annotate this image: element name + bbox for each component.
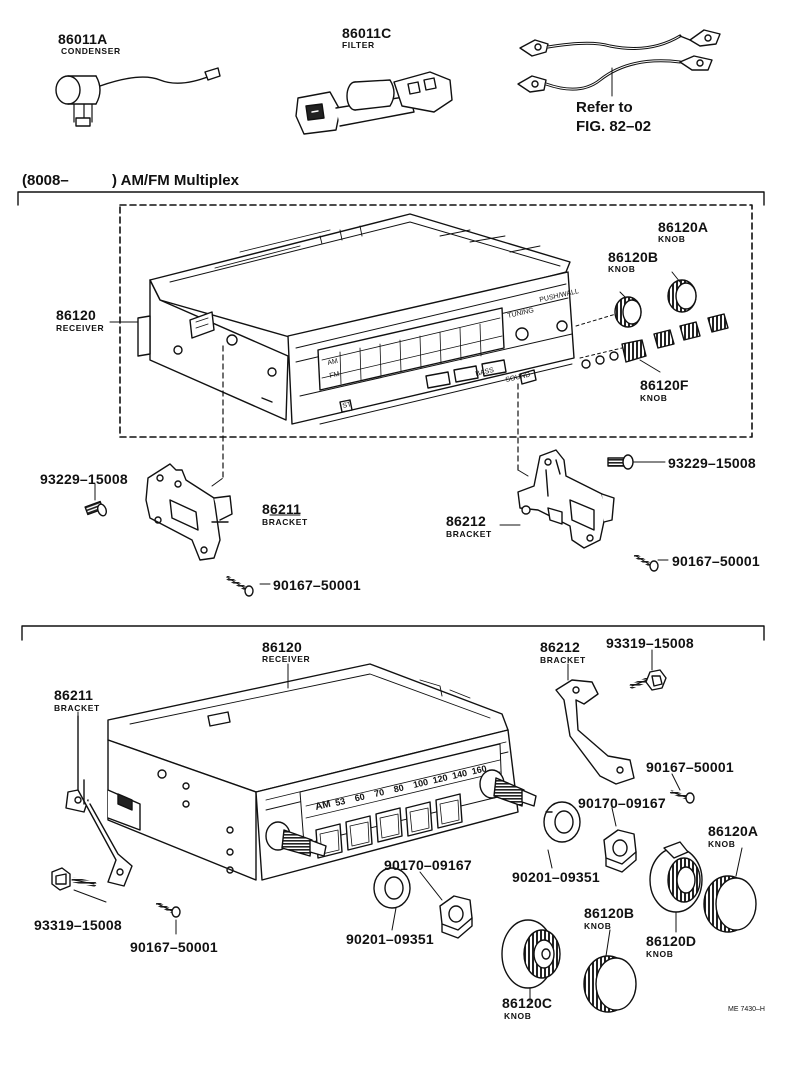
bracket-86211-s1 [145,463,233,561]
washer-upper-number: 90201–09351 [512,869,600,885]
knob-a-s2-name: KNOB [708,839,736,849]
knob-d-part-number: 86120D [646,933,697,949]
tapping-screw-s2-left [156,902,181,918]
filter-part [295,71,453,135]
knob-86120b-s2 [583,955,637,1013]
section1-frame [17,191,765,206]
knob-guide-lines [575,313,623,359]
dial-scale-number: 70 [373,787,385,799]
dial-scale-number: 120 [432,772,449,785]
bolt-93319-top-number: 93319–15008 [606,635,694,651]
section2-leaders [73,649,743,1003]
tapping-screw-s1-left [226,576,254,597]
condenser-part [55,67,221,127]
filter-part-number: 86011C [342,25,392,41]
bracket-86211-s1-name: BRACKET [262,517,308,527]
knob-c-name: KNOB [504,1011,532,1021]
screw-93229-left [84,500,107,517]
washer-90201-upper [543,801,581,843]
refer-to-label: Refer to [576,99,633,116]
tapping-s1-left-number: 90167–50001 [273,577,361,593]
knob-d-name: KNOB [646,949,674,959]
face-st: ST [342,401,353,410]
knob-b-s2-part-number: 86120B [584,905,635,921]
knob-a-s1-name: KNOB [658,234,686,244]
dial-scale-number: 100 [412,777,429,790]
washer-lower-number: 90201–09351 [346,931,434,947]
bracket-86212-s1 [517,449,615,549]
bracket-86212-s1-name: BRACKET [446,529,492,539]
nut-90170-upper [603,829,637,873]
receiver-s1-part-number: 86120 [56,307,96,323]
knob-86120c [501,919,561,989]
washer-90201-lower [373,867,411,909]
dial-scale-number: 160 [471,763,488,776]
knob-c-part-number: 86120C [502,995,553,1011]
condenser-part-number: 86011A [58,31,108,47]
bracket-86211-s2-name: BRACKET [54,703,100,713]
section2-frame [21,625,765,641]
face-am: AM [327,358,339,367]
basic-receiver-unit [107,663,537,881]
dial-scale-number: 80 [393,782,405,794]
condenser-name: CONDENSER [61,46,121,56]
knob-86120f [621,313,729,363]
knob-b-s2-name: KNOB [584,921,612,931]
nut-upper-number: 90170–09167 [578,795,666,811]
knob-f-part-number: 86120F [640,377,689,393]
bracket-86212-s1-part-number: 86212 [446,513,486,529]
nut-lower-number: 90170–09167 [384,857,472,873]
screw-s2-right-number: 90167–50001 [646,759,734,775]
knob-86120d [649,841,703,913]
bracket-86211-s2-part-number: 86211 [54,687,94,703]
receiver-s2-part-number: 86120 [262,639,302,655]
knob-f-name: KNOB [640,393,668,403]
dial-scale-number: 60 [354,791,366,803]
ground-strap-wires [517,29,721,97]
refer-figure-label: FIG. 82–02 [576,118,652,135]
screw-s2-left-number: 90167–50001 [130,939,218,955]
bracket-86211-s1-part-number: 86211 [262,501,302,517]
bolt-93319-left-number: 93319–15008 [34,917,122,933]
multiplex-receiver-unit [137,213,619,425]
section1-dashed-box [119,204,753,438]
knob-b-s1-name: KNOB [608,264,636,274]
knob-a-s2-part-number: 86120A [708,823,759,839]
dial-band-label: AM [314,799,332,813]
bolt-93319-top [629,669,667,691]
diagram-code: ME 7430–H [728,1006,765,1013]
dial-scale-number: 140 [451,768,468,781]
nut-90170-lower [439,895,473,939]
tapping-s1-right-number: 90167–50001 [672,553,760,569]
knob-86120a [667,279,697,313]
face-bass: BASS [475,367,495,378]
knob-86120b [614,296,642,328]
bracket-86212-s2 [555,679,635,785]
receiver-s2-name: RECEIVER [262,654,311,664]
knob-b-s1-part-number: 86120B [608,249,659,265]
filter-name: FILTER [342,40,375,50]
bolt-93319-left [51,867,97,891]
section1-dashed-drop-dark [222,345,519,479]
section1-heading-suffix: ) AM/FM Multiplex [112,172,239,189]
tapping-screw-s1-right [634,554,659,572]
knob-a-s1-part-number: 86120A [658,219,709,235]
section1-heading-prefix: (8008– [22,172,69,189]
face-fm: FM [329,371,341,380]
tapping-screw-s2-right [670,790,695,804]
bracket-86212-s2-part-number: 86212 [540,639,580,655]
receiver-s1-name: RECEIVER [56,323,105,333]
screw-93229-left-number: 93229–15008 [40,471,128,487]
knob-86120a-s2 [703,875,757,933]
screw-93229-right-number: 93229–15008 [668,455,756,471]
bracket-86211-s2 [65,715,133,887]
bracket-86212-s2-name: BRACKET [540,655,586,665]
dial-scale-number: 53 [334,796,346,808]
screw-93229-right [607,454,634,470]
